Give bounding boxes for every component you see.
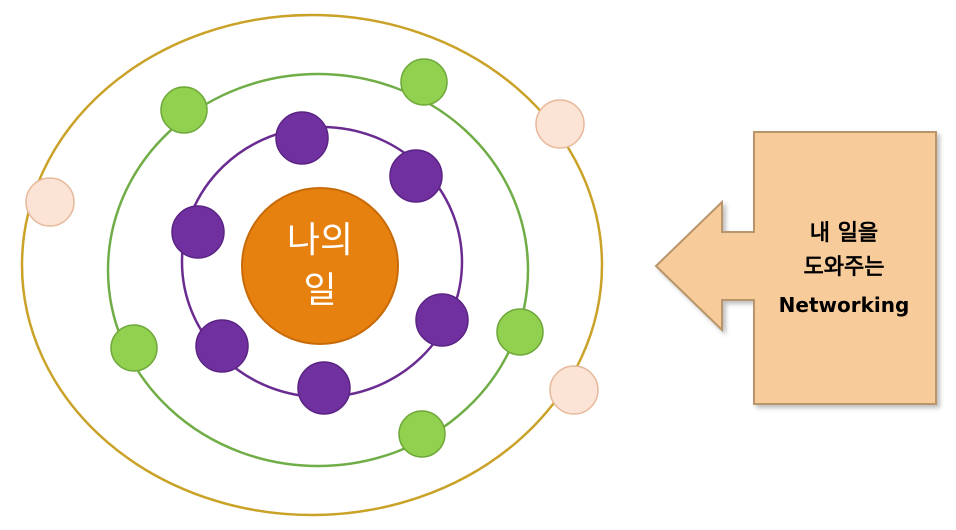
inner-node [297, 361, 351, 415]
outer-orbit [20, 13, 604, 517]
networking-callout-arrow [654, 131, 937, 405]
middle-node [160, 86, 208, 134]
callout-line1: 내 일을 [810, 221, 878, 246]
middle-node [110, 324, 158, 372]
center-label-line2: 일 [303, 270, 336, 311]
middle-orbit [106, 72, 530, 468]
inner-node [171, 205, 225, 259]
inner-node [195, 319, 249, 373]
outer-node [535, 99, 585, 149]
middle-node [398, 410, 446, 458]
center-label-line1: 나의 [287, 220, 353, 261]
outer-nodes [25, 99, 599, 415]
inner-node [415, 293, 469, 347]
inner-nodes [171, 111, 469, 415]
callout-line2: 도와주는 [804, 255, 885, 280]
middle-node [496, 308, 544, 356]
middle-nodes [110, 58, 544, 458]
inner-node [275, 111, 329, 165]
inner-node [389, 149, 443, 203]
center-circle [241, 187, 399, 345]
middle-node [400, 58, 448, 106]
outer-node [25, 177, 75, 227]
callout-line3: Networking [779, 293, 910, 317]
outer-node [549, 365, 599, 415]
